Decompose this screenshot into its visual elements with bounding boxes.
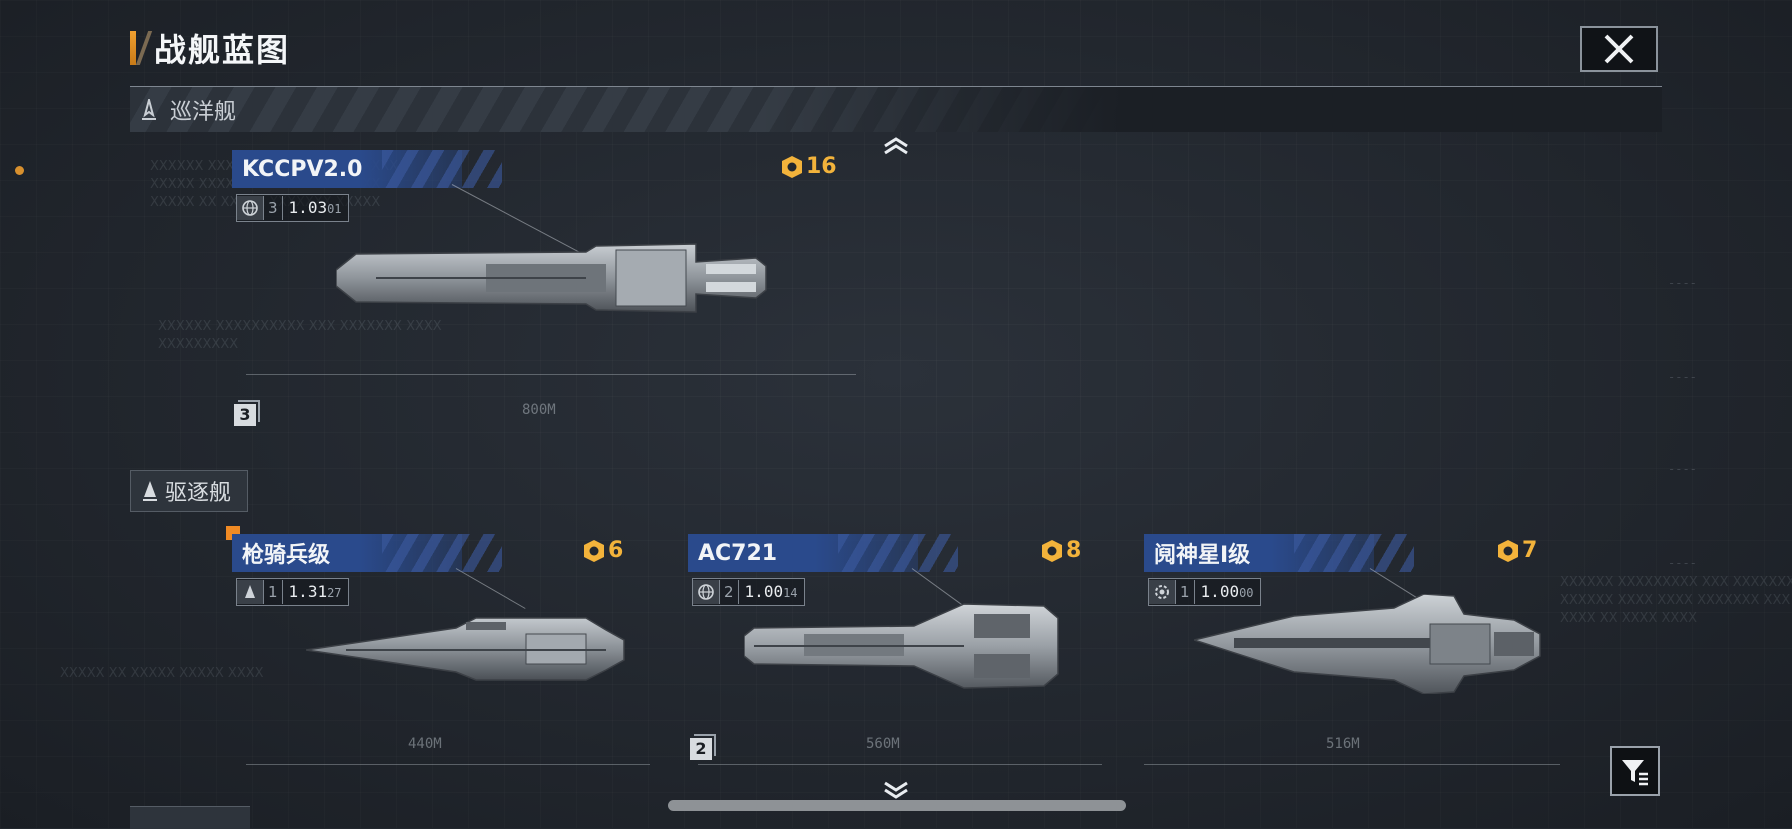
ship-name-bar: 阋神星I级 (1144, 534, 1414, 572)
ship-image-lancer (306, 617, 625, 681)
scroll-up-icon[interactable] (882, 136, 910, 156)
ship-length: 440M (408, 736, 442, 752)
indicator-dot (15, 166, 24, 175)
ruler-tick: ---- (1668, 370, 1697, 384)
length-ruler (1144, 750, 1560, 765)
cruiser-icon (142, 98, 156, 120)
ship-image-eris (1194, 594, 1541, 694)
ship-version: 1.0301 (283, 196, 348, 220)
ship-version-sub: 14 (783, 586, 798, 600)
gear-icon (1149, 580, 1176, 604)
category-tag-destroyer[interactable]: 驱逐舰 (130, 470, 249, 512)
ship-icon (237, 580, 264, 604)
command-cost-icon (1042, 539, 1062, 562)
ship-name-bar: 枪骑兵级 (232, 534, 502, 572)
ship-cost-value: 6 (608, 538, 624, 563)
ship-count-badge: 2 (690, 738, 712, 760)
close-icon (1604, 34, 1634, 64)
close-button[interactable] (1580, 26, 1658, 72)
filter-button[interactable] (1610, 746, 1660, 796)
ship-level: 2 (720, 580, 739, 604)
page-title: 战舰蓝图 (154, 31, 291, 69)
ship-length: 516M (1326, 736, 1360, 752)
ship-level: 1 (264, 580, 283, 604)
command-cost-icon (584, 539, 604, 562)
ship-image-ac721 (744, 603, 1059, 689)
ship-cost: 6 (582, 538, 623, 563)
ship-cost: 16 (780, 154, 837, 179)
ship-card-lancer[interactable]: 枪骑兵级 6 1 1.3127 440M (232, 534, 652, 774)
ship-version-sub: 00 (1239, 586, 1254, 600)
ship-name: 阋神星I级 (1154, 543, 1251, 568)
ship-cost: 8 (1040, 538, 1081, 563)
ship-length: 560M (866, 736, 900, 752)
command-cost-icon (782, 155, 802, 178)
ship-card-kccpv[interactable]: KCCPV2.0 16 3 1.0301 800M 3 (232, 150, 862, 440)
ship-card-ac721[interactable]: AC721 8 2 1.0014 560M 2 (688, 534, 1108, 774)
length-ruler (698, 750, 1102, 765)
category-label: 驱逐舰 (165, 481, 232, 506)
ruler-tick: ---- (1668, 556, 1697, 570)
ship-stats: 2 1.0014 (692, 578, 805, 606)
ship-stats: 3 1.0301 (236, 194, 349, 222)
horizontal-scrollbar[interactable] (668, 800, 1126, 811)
category-bar-cruiser[interactable]: 巡洋舰 (130, 86, 1662, 132)
ship-image-kccpv (336, 243, 767, 313)
ship-version-main: 1.03 (288, 198, 328, 217)
ship-name-bar: KCCPV2.0 (232, 150, 502, 188)
length-ruler (246, 360, 856, 375)
globe-icon (237, 196, 264, 220)
category-tag-next[interactable] (130, 806, 250, 829)
ship-stats: 1 1.3127 (236, 578, 349, 606)
ship-card-eris[interactable]: 阋神星I级 7 1 1.0000 516M (1144, 534, 1564, 774)
ship-stats: 1 1.0000 (1148, 578, 1261, 606)
ship-version: 1.3127 (283, 580, 348, 604)
ship-cost: 7 (1496, 538, 1537, 563)
category-bar-fade (762, 87, 1662, 132)
ruler-tick: ---- (1668, 276, 1697, 290)
ship-level: 1 (1176, 580, 1195, 604)
ship-version-main: 1.00 (744, 582, 784, 601)
ship-version: 1.0000 (1195, 580, 1260, 604)
page-header: 战舰蓝图 (130, 28, 291, 69)
ship-version-main: 1.00 (1200, 582, 1240, 601)
length-ruler (246, 750, 650, 765)
ship-name: 枪骑兵级 (242, 543, 331, 568)
ship-count-badge: 3 (234, 404, 256, 426)
scroll-down-icon[interactable] (882, 780, 910, 800)
category-label: 巡洋舰 (170, 99, 237, 125)
ghost-text: XXXXX XX XXXXX XXXXX XXXX (60, 666, 264, 681)
ship-name-bar: AC721 (688, 534, 958, 572)
ship-version: 1.0014 (739, 580, 804, 604)
ruler-tick: ---- (1668, 462, 1697, 476)
command-cost-icon (1498, 539, 1518, 562)
leader-line (455, 568, 526, 609)
ship-version-sub: 27 (327, 586, 342, 600)
ship-name: AC721 (698, 540, 778, 566)
ship-length: 800M (522, 402, 556, 418)
globe-icon (693, 580, 720, 604)
ship-version-main: 1.31 (288, 582, 328, 601)
ship-version-sub: 01 (327, 202, 342, 216)
title-accent (135, 31, 153, 65)
destroyer-icon (143, 481, 157, 501)
ship-level: 3 (264, 196, 283, 220)
filter-icon (1622, 760, 1648, 786)
ship-name: KCCPV2.0 (242, 156, 363, 182)
ship-cost-value: 8 (1066, 538, 1082, 563)
title-accent (130, 31, 136, 65)
ship-cost-value: 16 (806, 154, 837, 179)
ship-cost-value: 7 (1522, 538, 1538, 563)
